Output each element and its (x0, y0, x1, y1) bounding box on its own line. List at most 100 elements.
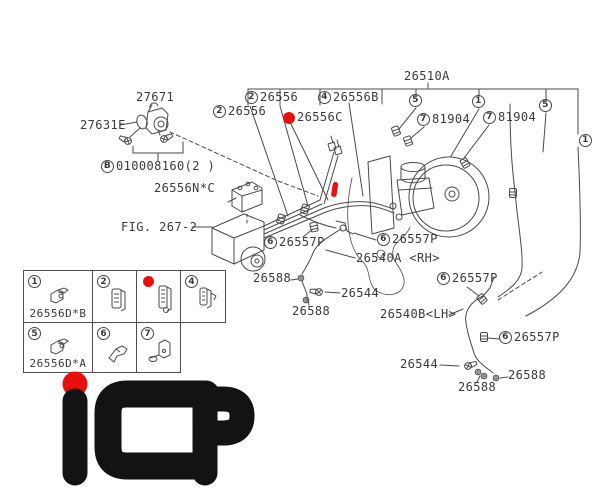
leader-27631e (119, 121, 138, 126)
label-26556c: 26556C (297, 111, 343, 124)
part-number: 26540A <RH> (356, 251, 440, 265)
label-26540b-lh: 26540B<LH> (380, 308, 456, 321)
label-badge-5-left: 5 (409, 94, 422, 107)
part-number: 26557P (452, 271, 498, 285)
badge-7: 7 (483, 111, 496, 124)
legend-cell-1: 1 26556D*B (23, 270, 93, 323)
badge-7: 7 (141, 327, 154, 340)
dimension-bracket (132, 141, 184, 162)
badge-1: 1 (28, 275, 41, 288)
part-number: 26556C (297, 110, 343, 124)
label-26556nc: 26556N*C (154, 182, 215, 195)
nut-icon (297, 274, 305, 282)
badge-4: 4 (318, 91, 331, 104)
label-26510a: 26510A (404, 70, 450, 83)
part-number: 26556D*A (29, 357, 87, 370)
badge-6: 6 (499, 331, 512, 344)
part-number: 26557P (279, 235, 325, 249)
label-26588-rh-upper: 26588 (253, 272, 291, 285)
label-badge-5-right: 5 (539, 99, 552, 112)
highlight-bar-pipe-clip (331, 181, 339, 197)
part-number: 26540B<LH> (380, 307, 457, 321)
clip-icon (158, 285, 172, 313)
dashed-leader-lh (497, 271, 543, 301)
front-hose-lh-drawing (465, 276, 495, 374)
icp-logo (62, 371, 255, 486)
pipe-right-inner (497, 103, 523, 298)
label-27671: 27671 (136, 91, 174, 104)
part-number: 81904 (432, 112, 471, 126)
label-26544-rh: 26544 (341, 287, 379, 300)
label-27631e: 27631E (80, 119, 126, 132)
nut-icon (474, 368, 482, 376)
label-bolt-010008160: B 010008160(2 ) (101, 160, 215, 173)
badge-b: B (101, 160, 114, 173)
badge-6: 6 (377, 233, 390, 246)
label-badge-1-right: 1 (579, 134, 592, 147)
badge-2: 2 (97, 275, 110, 288)
badge-7: 7 (417, 113, 430, 126)
logo-letter-c (94, 380, 220, 480)
label-26557p-lh-mid: 6 26557P (499, 331, 560, 344)
brake-booster-drawing (347, 155, 490, 296)
part-number: 26556B (333, 90, 379, 104)
proportioning-valve-drawing (129, 102, 169, 138)
part-number: 81904 (498, 110, 537, 124)
figure-reference: FIG. 267-2 (121, 220, 198, 234)
screw-icon (158, 131, 175, 145)
part-number: 26544 (341, 286, 380, 300)
legend-cell-4: 4 (180, 270, 226, 323)
logo-letter-p-bowl (192, 386, 255, 446)
part-number: 26556 (260, 90, 299, 104)
badge-6: 6 (97, 327, 110, 340)
clip-icon (148, 339, 171, 362)
label-26588-lh-bottom: 26588 (458, 381, 496, 394)
part-number: 26588 (292, 304, 331, 318)
hose-clip-icon (480, 332, 488, 342)
badge-leaders (398, 107, 547, 159)
lh-leaders (439, 286, 509, 383)
legend-cell-5: 5 26556D*A (23, 322, 93, 373)
part-number: 27671 (136, 90, 175, 104)
pipe-clip-icon (390, 125, 402, 137)
screw-icon (463, 359, 479, 371)
badge-5: 5 (539, 99, 552, 112)
label-26588-lh-right: 26588 (508, 369, 546, 382)
clip-icon (50, 287, 69, 304)
badge-5: 5 (28, 327, 41, 340)
part-number: 26556D*B (29, 307, 87, 320)
part-number: 26588 (253, 271, 292, 285)
label-26556-top: 2 26556 (245, 91, 298, 104)
label-26540a-rh: 26540A <RH> (356, 252, 440, 265)
label-fig-ref: FIG. 267-2 (121, 221, 197, 234)
part-number: 26544 (400, 357, 439, 371)
part-number: 27631E (80, 118, 126, 132)
label-badge-1-mid: 1 (472, 95, 485, 108)
dashed-leader-26556nc (169, 131, 319, 197)
highlight-dot-legend (143, 276, 154, 287)
abs-actuator-drawing (211, 181, 266, 272)
legend-cell-3 (136, 270, 181, 323)
clip-icon (199, 287, 217, 309)
rh-leaders (290, 228, 377, 306)
highlight-dot-26556c (283, 112, 295, 124)
nut-icon (480, 372, 488, 380)
part-number: 010008160(2 ) (116, 159, 216, 173)
label-26557p-lh-top: 6 26557P (437, 272, 498, 285)
clip-icon (50, 338, 69, 355)
badge-2: 2 (245, 91, 258, 104)
badge-2: 2 (213, 105, 226, 118)
clip-icon (111, 288, 126, 312)
label-26557p-rh-right: 6 26557P (377, 233, 438, 246)
part-number: 26556N*C (154, 181, 215, 195)
screw-icon (309, 286, 324, 297)
label-81904-right: 7 81904 (483, 111, 536, 124)
part-number: 26588 (458, 380, 497, 394)
part-number: 26557P (392, 232, 438, 246)
label-26557p-rh-left: 6 26557P (264, 236, 325, 249)
label-26556-mid: 2 26556 (213, 105, 266, 118)
label-26588-rh-lower: 26588 (292, 305, 330, 318)
badge-6: 6 (437, 272, 450, 285)
